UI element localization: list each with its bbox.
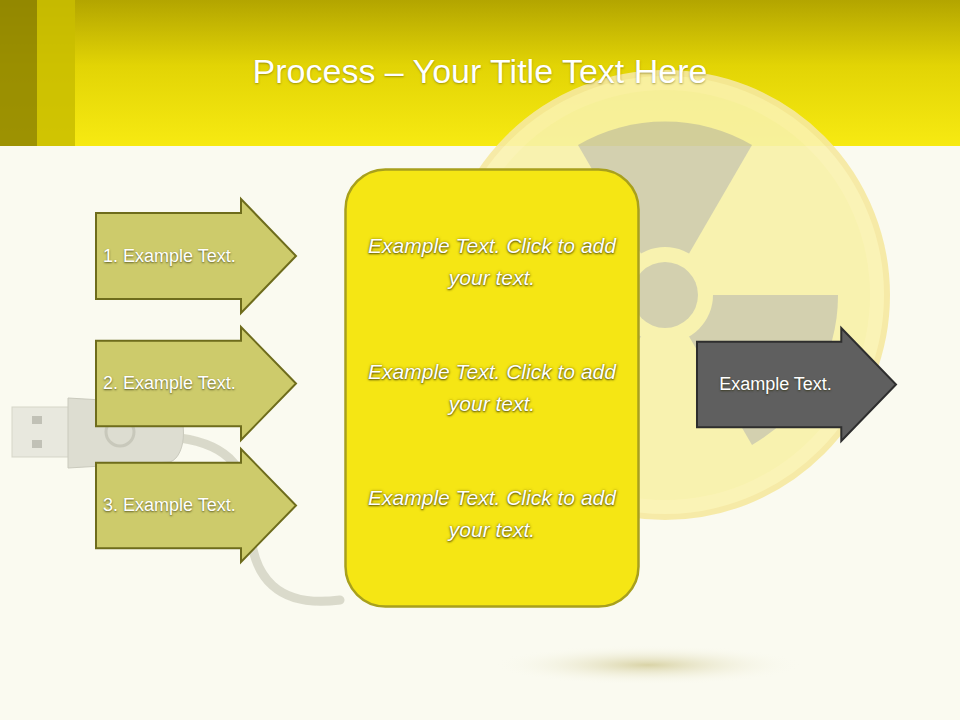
arrow-label: 3. Example Text. <box>103 448 236 563</box>
slide-title: Process – Your Title Text Here <box>75 52 885 91</box>
process-arrow: 3. Example Text. <box>95 448 297 563</box>
box-text: Example Text. Click to add your text. <box>354 482 630 546</box>
process-box: Example Text. Click to add your text. Exa… <box>344 168 640 608</box>
arrow-label: 2. Example Text. <box>103 326 236 441</box>
box-text: Example Text. Click to add your text. <box>354 230 630 294</box>
box-text: Example Text. Click to add your text. <box>354 356 630 420</box>
arrow-label: 1. Example Text. <box>103 198 236 314</box>
usb-plug <box>12 398 340 601</box>
process-arrow: Example Text. <box>696 327 897 442</box>
process-arrow: 1. Example Text. <box>95 198 297 314</box>
arrow-label: Example Text. <box>696 327 841 442</box>
process-arrow: 2. Example Text. <box>95 326 297 441</box>
